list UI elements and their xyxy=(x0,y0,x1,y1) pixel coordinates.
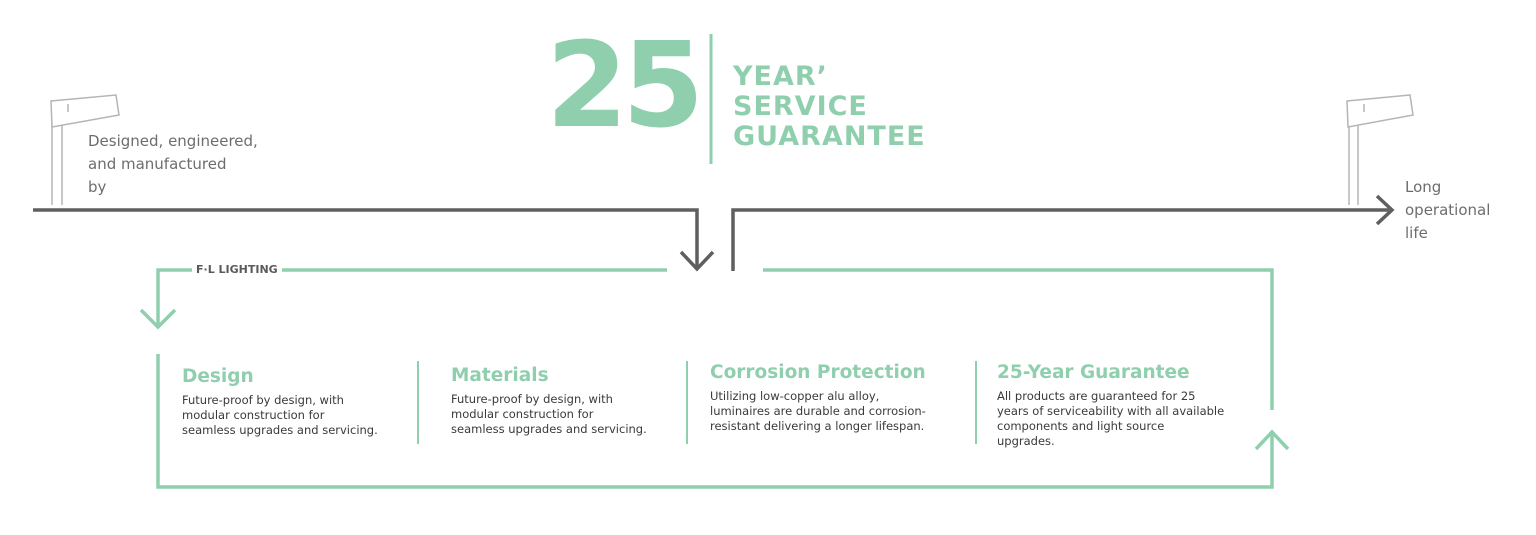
feature-25-year-guarantee: 25-Year Guarantee All products are guara… xyxy=(997,362,1259,449)
brand-label: F·L LIGHTING xyxy=(192,263,282,276)
right-caption: Long operational life xyxy=(1405,176,1490,245)
arrow-down-icon xyxy=(139,308,177,330)
caption-line: Long xyxy=(1405,178,1442,196)
arrow-right-icon xyxy=(1375,194,1395,226)
caption-line: by xyxy=(88,178,107,196)
timeline-right-segment xyxy=(731,208,1389,271)
caption-line: Designed, engineered, xyxy=(88,132,258,150)
hero-number: 25 xyxy=(546,16,704,154)
caption-line: and manufactured xyxy=(88,155,227,173)
feature-description: Future-proof by design, with modular con… xyxy=(451,392,647,436)
street-light-icon xyxy=(1346,94,1414,205)
arrow-up-icon xyxy=(1254,429,1290,451)
loop-top-left xyxy=(156,268,667,326)
feature-materials: Materials Future-proof by design, with m… xyxy=(451,365,687,437)
feature-description: Future-proof by design, with modular con… xyxy=(182,393,378,437)
arrow-down-icon xyxy=(679,250,715,272)
feature-title: 25-Year Guarantee xyxy=(997,362,1190,383)
column-separators xyxy=(417,361,977,444)
street-light-icon xyxy=(50,94,120,205)
feature-title: Design xyxy=(182,366,254,387)
feature-title: Corrosion Protection xyxy=(710,362,926,383)
guarantee-loop xyxy=(139,268,1290,489)
feature-corrosion-protection: Corrosion Protection Utilizing low-coppe… xyxy=(710,362,962,434)
hero-line: GUARANTEE xyxy=(733,121,926,152)
feature-title: Materials xyxy=(451,365,549,386)
hero-line: SERVICE xyxy=(733,91,868,122)
feature-description: Utilizing low-copper alu alloy, luminair… xyxy=(710,389,926,433)
hero-headline: YEAR’ SERVICE GUARANTEE xyxy=(733,62,926,152)
feature-description: All products are guaranteed for 25 years… xyxy=(997,389,1225,448)
timeline xyxy=(33,194,1395,272)
left-caption: Designed, engineered, and manufactured b… xyxy=(88,130,258,199)
caption-line: life xyxy=(1405,224,1428,242)
caption-line: operational xyxy=(1405,201,1491,219)
feature-design: Design Future-proof by design, with modu… xyxy=(182,366,418,438)
hero-line: YEAR’ xyxy=(733,61,828,92)
timeline-left-segment xyxy=(33,208,699,268)
loop-bottom xyxy=(156,354,1274,489)
loop-top-right xyxy=(763,268,1274,410)
